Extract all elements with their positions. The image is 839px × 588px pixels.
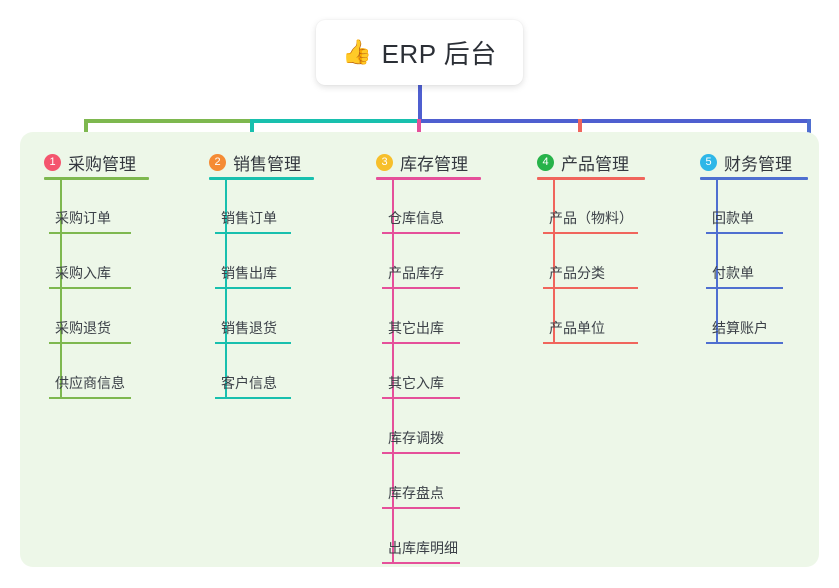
branch-title-5: 财务管理 <box>724 154 792 174</box>
leaf-item-underline <box>49 287 131 289</box>
branch-underline-2 <box>209 177 314 180</box>
leaf-item-label[interactable]: 出库库明细 <box>388 540 458 556</box>
leaf-item-underline <box>215 287 291 289</box>
leaf-item-label[interactable]: 回款单 <box>712 210 754 226</box>
leaf-item-label[interactable]: 其它出库 <box>388 320 444 336</box>
leaf-item-underline <box>706 287 783 289</box>
branch-stem-4 <box>553 177 555 344</box>
leaf-item-underline <box>382 287 460 289</box>
branch-header-4[interactable]: 4 产品管理 <box>537 151 629 174</box>
branch-number-badge-icon: 2 <box>209 153 226 171</box>
leaf-item-label[interactable]: 产品单位 <box>549 320 605 336</box>
leaf-item-underline <box>543 342 638 344</box>
branch-underline-4 <box>537 177 645 180</box>
leaf-item-label[interactable]: 采购入库 <box>55 265 111 281</box>
leaf-item-label[interactable]: 采购退货 <box>55 320 111 336</box>
leaf-item-underline <box>382 232 460 234</box>
leaf-item-underline <box>49 232 131 234</box>
leaf-item-label[interactable]: 库存盘点 <box>388 485 444 501</box>
branch-title-4: 产品管理 <box>561 154 629 174</box>
leaf-item-label[interactable]: 产品（物料） <box>549 210 633 226</box>
leaf-item-label[interactable]: 销售出库 <box>221 265 277 281</box>
leaf-item-label[interactable]: 销售订单 <box>221 210 277 226</box>
leaf-item-label[interactable]: 采购订单 <box>55 210 111 226</box>
leaf-item-underline <box>543 287 638 289</box>
leaf-item-label[interactable]: 销售退货 <box>221 320 277 336</box>
branch-number-badge-icon: 4 <box>537 153 554 171</box>
leaf-item-label[interactable]: 产品库存 <box>388 265 444 281</box>
leaf-item-underline <box>49 397 131 399</box>
branch-number-badge-icon: 5 <box>700 153 717 171</box>
leaf-item-label[interactable]: 付款单 <box>712 265 754 281</box>
leaf-item-underline <box>382 452 460 454</box>
branches-panel <box>20 132 819 567</box>
branch-header-5[interactable]: 5 财务管理 <box>700 151 792 174</box>
leaf-item-underline <box>382 397 460 399</box>
leaf-item-underline <box>706 232 783 234</box>
root-node[interactable]: 👍 ERP 后台 <box>316 20 523 85</box>
leaf-item-underline <box>215 342 291 344</box>
branch-stem-5 <box>716 177 718 344</box>
leaf-item-underline <box>49 342 131 344</box>
branch-title-1: 采购管理 <box>68 154 136 174</box>
branch-underline-5 <box>700 177 808 180</box>
leaf-item-label[interactable]: 供应商信息 <box>55 375 125 391</box>
leaf-item-label[interactable]: 仓库信息 <box>388 210 444 226</box>
leaf-item-label[interactable]: 其它入库 <box>388 375 444 391</box>
branch-header-3[interactable]: 3 库存管理 <box>376 151 468 174</box>
leaf-item-label[interactable]: 客户信息 <box>221 375 277 391</box>
root-title-text: ERP 后台 <box>381 39 497 69</box>
branch-number-badge-icon: 3 <box>376 153 393 171</box>
branch-title-3: 库存管理 <box>400 154 468 174</box>
branch-title-2: 销售管理 <box>233 154 301 174</box>
leaf-item-underline <box>382 562 460 564</box>
branch-underline-1 <box>44 177 149 180</box>
branch-underline-3 <box>376 177 481 180</box>
leaf-item-underline <box>382 507 460 509</box>
root-node-label: 👍 ERP 后台 <box>342 34 497 71</box>
leaf-item-underline <box>543 232 638 234</box>
branch-number-badge-icon: 1 <box>44 153 61 171</box>
leaf-item-label[interactable]: 结算账户 <box>712 320 768 336</box>
thumbs-up-icon: 👍 <box>342 38 373 66</box>
branch-header-1[interactable]: 1 采购管理 <box>44 151 136 174</box>
leaf-item-underline <box>215 232 291 234</box>
branch-stem-3 <box>392 177 394 564</box>
leaf-item-underline <box>215 397 291 399</box>
leaf-item-label[interactable]: 产品分类 <box>549 265 605 281</box>
leaf-item-underline <box>706 342 783 344</box>
leaf-item-underline <box>382 342 460 344</box>
branch-header-2[interactable]: 2 销售管理 <box>209 151 301 174</box>
leaf-item-label[interactable]: 库存调拨 <box>388 430 444 446</box>
